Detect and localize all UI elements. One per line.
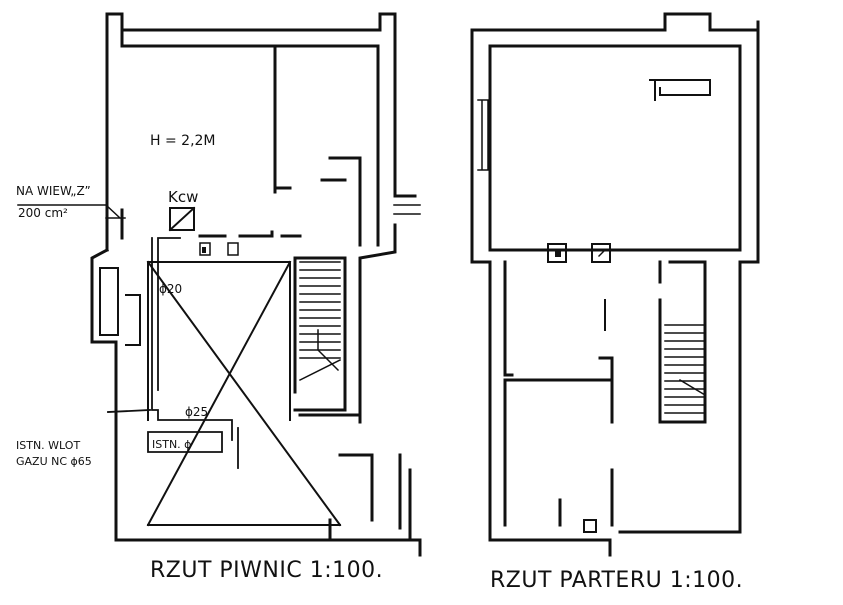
ground-floor-title: RZUT PARTERU 1:100.	[490, 568, 744, 593]
basement-outer-wall	[90, 12, 422, 557]
boiler-label: Kcw	[168, 188, 199, 206]
basement-stairs	[298, 261, 342, 382]
ground-alcove	[649, 79, 711, 101]
ground-inner-top	[488, 44, 742, 252]
vent-leader	[17, 204, 126, 220]
gas-inlet-line2: GAZU NC ϕ65	[16, 455, 92, 468]
height-label: H = 2,2M	[150, 133, 216, 149]
existing-pipe-label: ISTN. ϕ	[152, 438, 192, 451]
basement-crossed-area	[146, 260, 342, 527]
basement-inner-top	[120, 44, 380, 247]
boiler-box	[168, 206, 196, 232]
basement-title: RZUT PIWNIC 1:100.	[150, 558, 384, 583]
vent-label: NA WIEW„Z”	[16, 184, 91, 198]
pipe-phi20-label: ϕ20	[159, 282, 183, 296]
basement-small-squares	[199, 242, 239, 256]
basement-window	[393, 204, 421, 215]
ground-chimneys	[547, 243, 611, 533]
basement-stair-walls	[293, 156, 362, 412]
basement-bay	[99, 267, 141, 346]
basement-gas-pipes	[107, 237, 239, 469]
gas-inlet-line1: ISTN. WLOT	[16, 439, 81, 452]
ground-mid-walls	[503, 260, 707, 424]
ground-window	[477, 99, 489, 171]
basement-wall-row	[120, 208, 302, 240]
chimney-marks	[202, 247, 605, 257]
vent-area-label: 200 cm²	[18, 206, 68, 220]
ground-floor-plan	[470, 12, 760, 557]
ground-lower-walls	[503, 356, 614, 527]
ground-stairs	[664, 324, 707, 414]
pipe-phi25-label: ϕ25	[185, 405, 209, 419]
basement-plan	[90, 12, 422, 557]
basement-lower-walls	[298, 413, 412, 542]
ground-outer-wall	[470, 12, 760, 557]
